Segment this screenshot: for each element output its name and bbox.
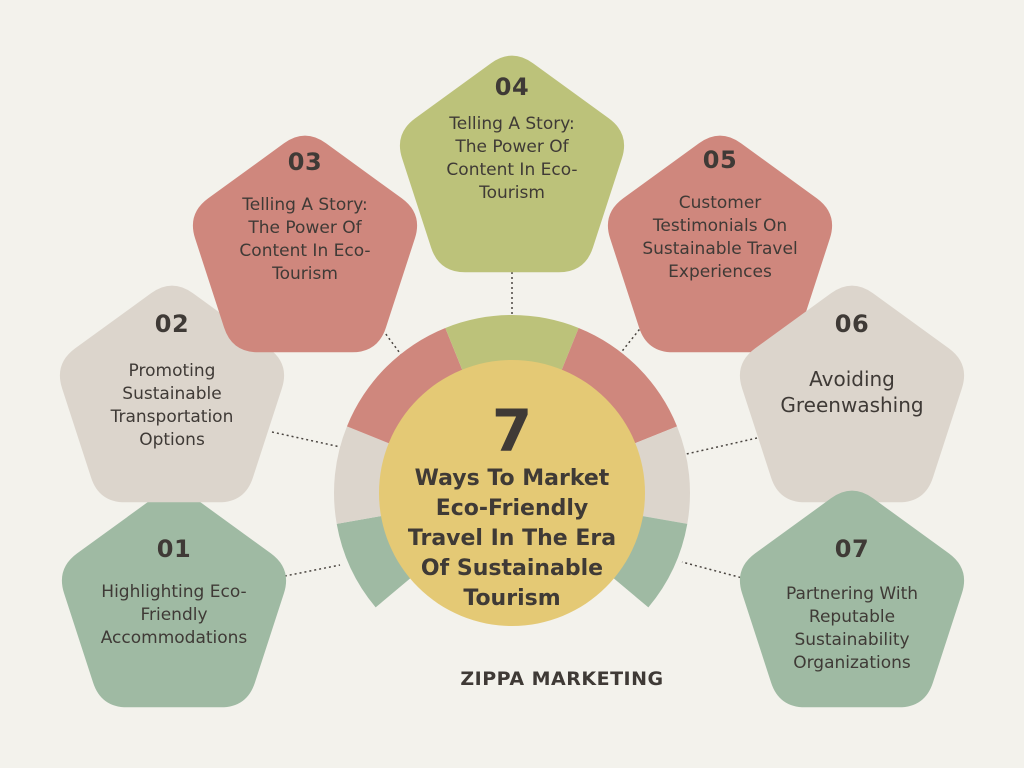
step-text-line: Reputable <box>808 607 896 627</box>
center-title-line: Travel In The Era <box>407 526 617 551</box>
step-text-line: Testimonials On <box>652 216 788 236</box>
step-text-line: Organizations <box>793 653 911 673</box>
center-title: Ways To Market Eco-Friendly Travel In Th… <box>388 464 636 614</box>
step-number: 06 <box>834 310 870 338</box>
step-text-line: Highlighting Eco- <box>101 582 247 602</box>
pentagon-02 <box>59 285 285 503</box>
pentagon-06 <box>739 285 965 503</box>
step-number: 04 <box>494 73 530 101</box>
center-title-line: Of Sustainable <box>420 556 604 581</box>
pentagon-04 <box>399 55 625 273</box>
step-text-line: Friendly <box>140 605 208 625</box>
step-number: 02 <box>154 310 190 338</box>
connector-line-06 <box>681 437 758 456</box>
step-number: 07 <box>834 535 870 563</box>
step-text-line: Telling A Story: <box>449 114 575 134</box>
step-number: 05 <box>702 146 738 174</box>
center-circle <box>379 360 645 626</box>
step-text-line: Sustainable <box>122 384 222 404</box>
step-text-line: Tourism <box>272 264 338 284</box>
step-text-line: The Power Of <box>248 218 362 238</box>
center-label: 7 Ways To Market Eco-Friendly Travel In … <box>388 400 636 614</box>
step-text-line: Transportation <box>110 407 234 427</box>
step-text-line: Customer <box>678 193 762 213</box>
step-text-line: The Power Of <box>455 137 569 157</box>
brand-name: ZIPPA MARKETING <box>460 668 664 690</box>
step-text-line: Promoting <box>128 361 216 381</box>
step-text-line: Telling A Story: <box>242 195 368 215</box>
step-text-line: Avoiding <box>809 367 895 391</box>
step-text-line: Accommodations <box>100 628 248 648</box>
step-number: 01 <box>156 535 192 563</box>
connector-line-07 <box>681 561 751 581</box>
ring-segment-03 <box>346 327 468 449</box>
connector-line-01 <box>274 564 341 579</box>
step-text: Telling A Story: The Power Of Content In E… <box>397 113 627 205</box>
center-title-line: Tourism <box>463 586 561 611</box>
step-text-line: Experiences <box>668 262 772 282</box>
pentagon-01 <box>61 490 287 708</box>
ring-segment-05 <box>556 327 678 449</box>
pentagon-05 <box>607 135 833 353</box>
pentagon-07 <box>739 490 965 708</box>
step-text-line: Content In Eco- <box>446 160 578 180</box>
step-text-line: Sustainability <box>794 630 910 650</box>
step-text-line: Greenwashing <box>780 393 924 417</box>
step-number: 03 <box>287 148 323 176</box>
step-text: Telling A Story: The Power Of Content In E… <box>190 194 420 286</box>
pentagon-03 <box>192 135 418 353</box>
step-text-line: Partnering With <box>785 584 919 604</box>
center-title-line: Eco-Friendly <box>435 496 589 521</box>
step-pentagons <box>59 55 965 708</box>
center-title-line: Ways To Market <box>414 466 610 491</box>
step-text-line: Tourism <box>479 183 545 203</box>
center-number: 7 <box>491 397 533 465</box>
step-text-line: Options <box>139 430 205 450</box>
step-text-line: Content In Eco- <box>239 241 371 261</box>
step-text-line: Sustainable Travel <box>642 239 798 259</box>
